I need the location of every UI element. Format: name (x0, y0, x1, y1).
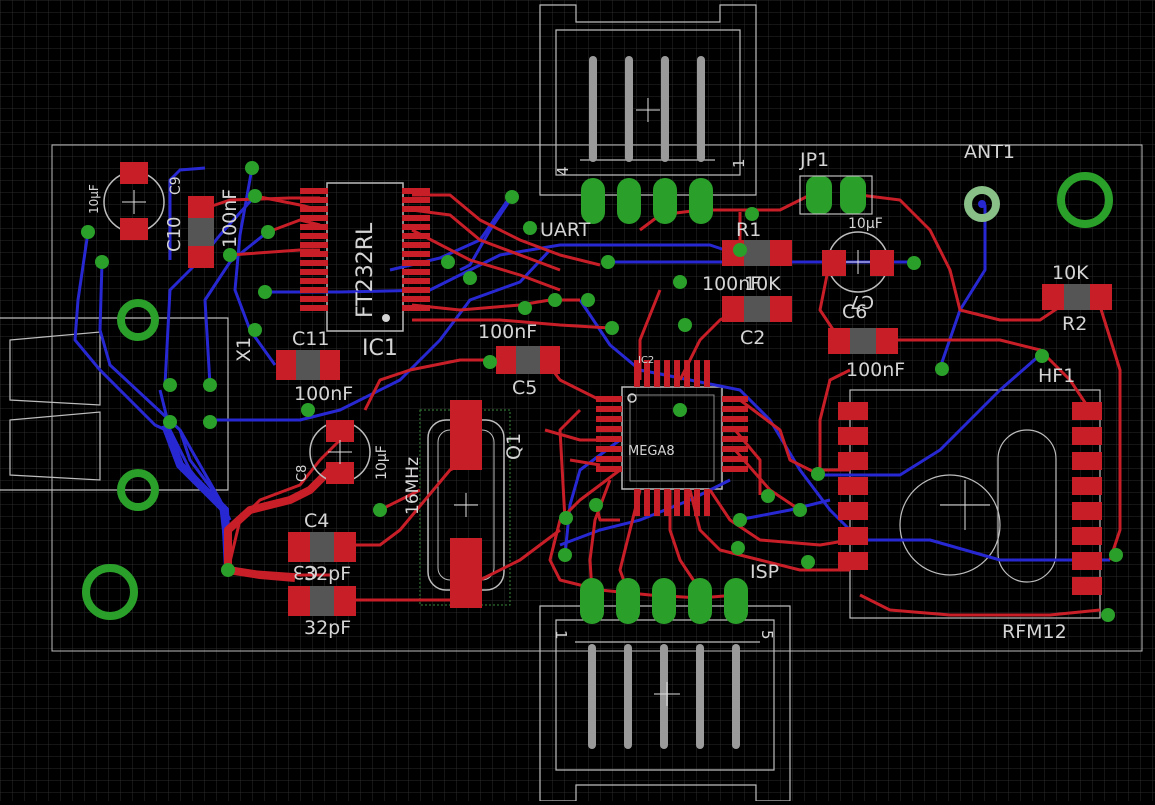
ic2-name-label: IC2 (638, 355, 654, 366)
c4-value-label: 32pF (304, 617, 351, 639)
q1-name-label: Q1 (503, 433, 525, 460)
connector-pads (580, 176, 866, 624)
isp-pin1-label: 1 (552, 630, 570, 640)
r2-name-label: R2 (1062, 313, 1087, 335)
c8-value-label: 10µF (374, 445, 390, 480)
jp1-name-label: JP1 (799, 149, 829, 171)
top-power-traces (224, 467, 333, 582)
mega8-part-label: MEGA8 (628, 444, 675, 459)
isp-name-label: ISP (750, 561, 779, 583)
ic2-pads (596, 360, 748, 516)
isp-pin5-label: 5 (758, 630, 776, 640)
c10-name-label: C10 (164, 217, 185, 252)
c9-name-label: C9 (168, 176, 184, 195)
electrolytic-caps (103, 162, 894, 484)
uart-connector-outline (539, 4, 757, 196)
c8-name-label: C8 (295, 465, 310, 482)
c3-value-label: 32pF (304, 563, 351, 585)
uart-pin1-label: 1 (730, 158, 748, 168)
uart-pin4-label: 4 (554, 166, 572, 176)
q1-value-label: 16MHz (403, 457, 423, 515)
c4-name-label: C4 (304, 510, 329, 532)
ic1-pads (300, 188, 430, 311)
c3-name-label: C3 (293, 561, 318, 583)
top-copper-traces (199, 193, 1122, 617)
c2-value-label: 100nF (702, 273, 761, 295)
c2-name-label: C2 (740, 327, 765, 349)
origin-marks (122, 98, 990, 706)
r1-value-label: 10K (744, 273, 781, 295)
c11-name-label: C11 (292, 328, 329, 350)
x1-name-label: X1 (233, 337, 255, 362)
mounting-holes (82, 172, 1113, 620)
c6-name-label: C6 (842, 301, 867, 323)
uart-name-label: UART (540, 219, 591, 241)
rfm12-name-label: RFM12 (1002, 621, 1067, 643)
ant1-pad (964, 186, 1000, 222)
ic1-part-label: FT232RL (353, 222, 378, 318)
ic1-name-label: IC1 (362, 336, 398, 361)
jp1-outline (799, 175, 873, 215)
c5-name-label: C5 (512, 377, 537, 399)
r2-value-label: 10K (1052, 262, 1089, 284)
c7-value-label: 10µF (848, 216, 883, 232)
usb-connector (0, 317, 229, 491)
rfm12-pads (838, 402, 1102, 595)
ant1-name-label: ANT1 (964, 141, 1015, 163)
c6-value-label: 100nF (846, 359, 905, 381)
c11-value-label: 100nF (294, 383, 353, 405)
silkscreen-labels: FT232RL IC1 C11 100nF X1 C10 C9 100nF 10… (87, 141, 1089, 643)
c5-value-label: 100nF (478, 321, 537, 343)
c10-value-label: 10µF (87, 184, 101, 214)
passive-components (188, 196, 1112, 616)
r1-name-label: R1 (736, 219, 761, 241)
vias (81, 161, 1123, 622)
c9-value-label: 100nF (219, 189, 241, 248)
c7-name-label: C7 (850, 291, 874, 312)
uart-pins (589, 56, 705, 162)
isp-pins (588, 644, 740, 749)
hf1-name-label: HF1 (1038, 365, 1075, 387)
